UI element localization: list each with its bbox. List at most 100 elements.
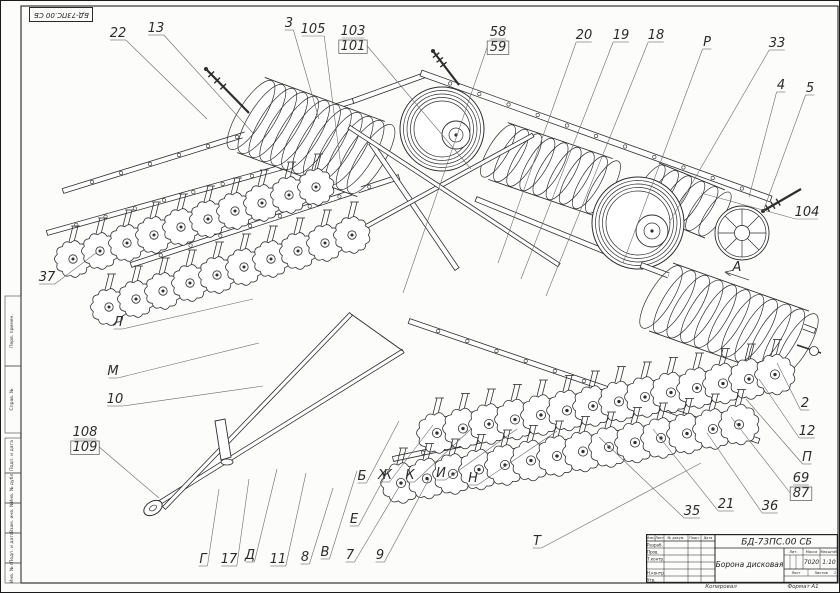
svg-text:Разраб.: Разраб. [647,542,663,547]
corner-stamp-text: БД-73ПС.00 СБ [33,10,89,19]
footer-copied-label: Копировал [705,584,737,590]
svg-text:Изм.: Изм. [647,536,655,540]
svg-text:В: В [321,545,330,560]
svg-text:Г: Г [199,552,208,567]
svg-text:20: 20 [576,28,593,43]
svg-text:Лист: Лист [655,536,664,540]
callout-12: 12 [758,378,816,439]
callout-17: 17 [221,478,250,567]
svg-text:87: 87 [793,486,810,501]
svg-text:19: 19 [613,28,630,43]
callout-5: 5 [763,81,815,210]
drawing-frame [4,5,839,584]
callout-19: 19 [520,28,630,280]
svg-text:1: 1 [834,571,836,575]
machine-drawing [45,49,822,517]
svg-text:69: 69 [793,471,810,486]
svg-text:Ж: Ж [377,468,393,483]
svg-text:22: 22 [110,26,127,41]
callout-Р: Р [622,35,712,264]
callout-К: К [405,428,472,483]
margin-stamp-label: Инв. № дубл. [10,473,15,503]
svg-text:Масштаб: Масштаб [820,550,838,554]
callout-В: В [321,470,358,560]
svg-text:105: 105 [301,22,326,37]
svg-text:18: 18 [648,28,665,43]
svg-text:108: 108 [73,425,98,440]
margin-stamp-label: Инв. № подл. [10,563,15,583]
margin-stamp-label: Справ. № [10,388,15,411]
svg-text:7: 7 [346,548,355,563]
svg-text:10: 10 [107,392,124,407]
margin-stamp-label: Подп. и дата [10,440,15,471]
callout-Б: Б [358,420,400,484]
margin-stamp-label: Подп. и дата [10,533,15,563]
svg-text:Подп.: Подп. [689,536,699,540]
callout-9: 9 [375,478,430,563]
svg-text:11: 11 [270,552,287,567]
svg-text:Л: Л [112,315,123,330]
callout-104: 104 [700,192,819,220]
callout-Н: Н [468,430,558,486]
svg-text:К: К [405,468,415,483]
svg-text:101: 101 [341,39,366,54]
svg-text:109: 109 [73,440,98,455]
callout-Е: Е [349,468,390,527]
svg-text:Р: Р [703,35,711,50]
svg-text:П: П [802,450,812,465]
callout-А: А [724,260,750,281]
svg-text:5: 5 [806,81,814,96]
svg-text:2: 2 [801,396,809,411]
svg-text:33: 33 [769,36,786,51]
svg-text:И: И [436,466,446,481]
svg-text:4: 4 [777,78,785,93]
callout-Г: Г [198,488,220,567]
callout-2: 2 [776,362,810,411]
margin-stamp-label: Перв. примен. [10,314,15,348]
svg-text:12: 12 [799,424,816,439]
callout-Т: Т [532,462,702,549]
svg-text:А: А [732,260,742,275]
callout-33: 33 [668,36,786,224]
svg-text:36: 36 [762,499,779,514]
callout-8: 8 [300,487,334,565]
svg-text:3: 3 [285,16,293,31]
svg-text:Борона дисковая: Борона дисковая [716,560,784,569]
svg-text:Е: Е [350,512,359,527]
callout-105: 105 [301,22,342,168]
svg-text:8: 8 [301,550,309,565]
callout-П: П [745,398,812,465]
svg-text:Утв.: Утв. [647,577,655,582]
svg-text:№ докум.: № докум. [668,536,685,540]
callout-4: 4 [748,78,786,198]
callout-11: 11 [270,472,307,567]
callout-21: 21 [652,428,735,512]
svg-text:Пров.: Пров. [647,549,659,554]
callout-36: 36 [706,432,779,514]
callout-7: 7 [345,486,400,563]
callout-М: М [107,342,260,379]
svg-text:Т: Т [533,534,542,549]
svg-text:Т.контр.: Т.контр. [646,556,664,561]
svg-text:Н.контр.: Н.контр. [647,570,665,575]
svg-text:35: 35 [684,504,701,519]
callout-10: 10 [107,385,264,407]
callout-20: 20 [497,28,593,264]
margin-stamp-label: Взам. инв. № [10,503,15,533]
callout-3: 3 [284,16,320,120]
svg-text:БД-73ПС.00 СБ: БД-73ПС.00 СБ [741,538,812,548]
svg-text:21: 21 [718,497,735,512]
callout-Л: Л [112,298,254,330]
footer-format-label: Формат А1 [787,584,819,590]
callout-35: 35 [598,436,701,519]
callout-18: 18 [545,28,665,297]
callout-22: 22 [110,26,208,120]
svg-text:103: 103 [341,24,366,39]
